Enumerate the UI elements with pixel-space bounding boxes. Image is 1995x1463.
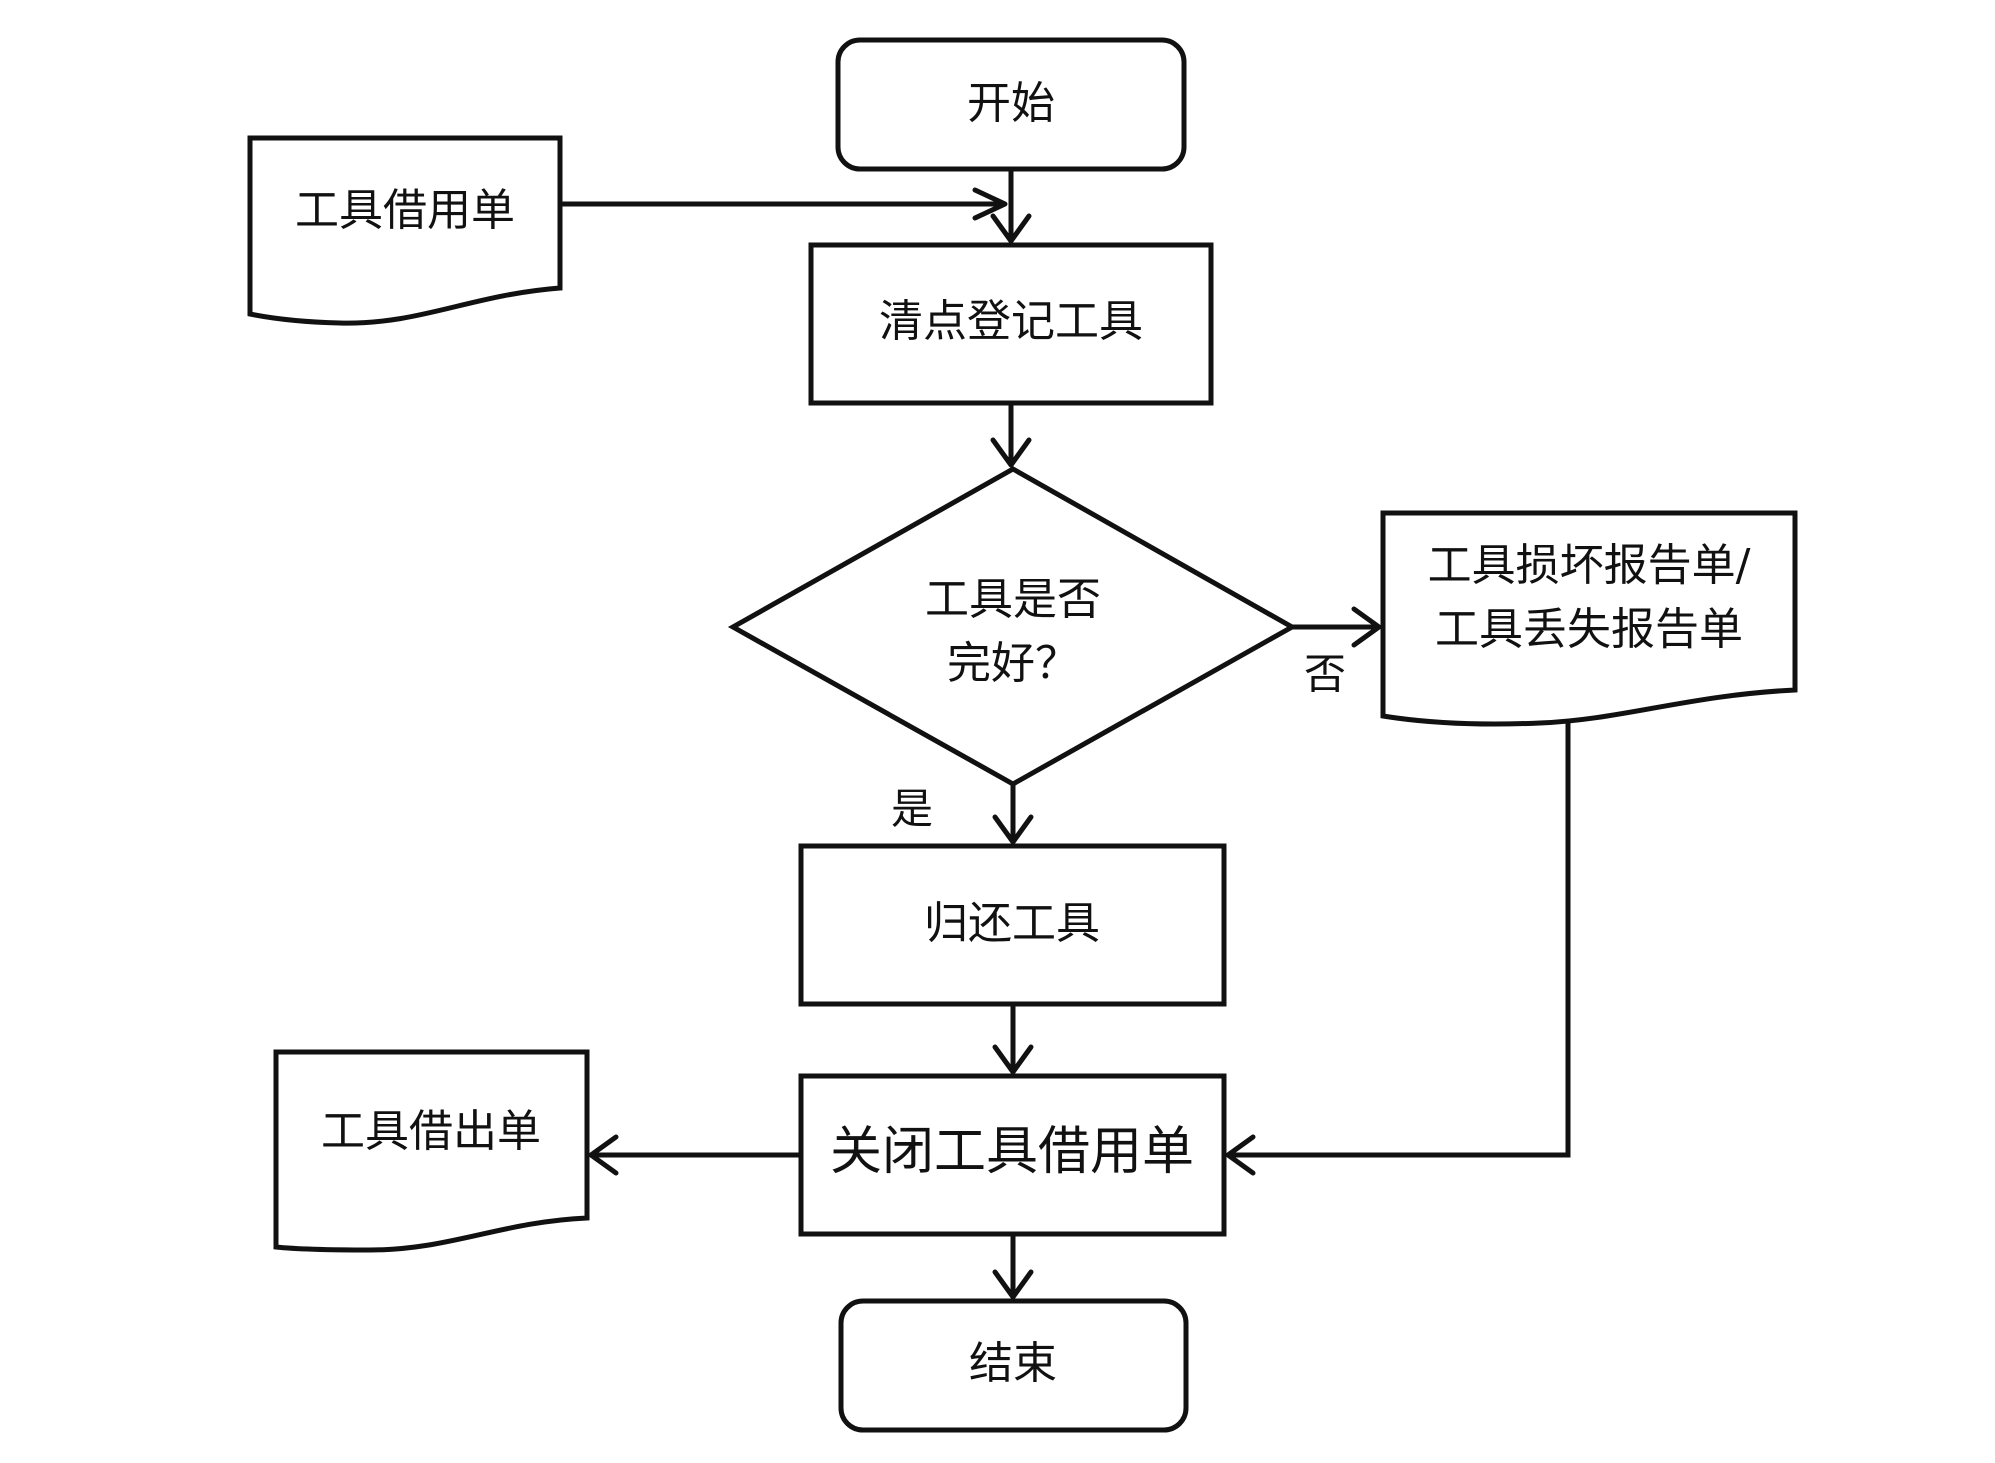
- damage-report-label-line2: 工具丢失报告单: [1435, 604, 1743, 655]
- close-form-process-node: 关闭工具借用单: [798, 1073, 1227, 1237]
- damage-report-label-line1: 工具损坏报告单/: [1428, 540, 1751, 591]
- edge-inventory-to-decision: [990, 403, 1032, 468]
- edge-borrow-form-to-inventory: [560, 187, 1008, 221]
- start-node: 开始: [835, 37, 1187, 172]
- edge-yes-label: 是: [891, 785, 933, 834]
- edge-return-to-close-form: [992, 1004, 1034, 1075]
- edge-damage-report-to-close-form: [1225, 722, 1571, 1176]
- inventory-process-node: 清点登记工具: [808, 242, 1214, 406]
- edge-decision-to-return-tools: [992, 784, 1034, 845]
- return-tools-label: 归还工具: [924, 898, 1100, 949]
- inventory-label: 清点登记工具: [879, 296, 1143, 347]
- borrow-form-label: 工具借用单: [295, 185, 515, 236]
- start-label: 开始: [967, 78, 1055, 129]
- edge-no-label: 否: [1304, 650, 1346, 699]
- decision-label-line2: 完好？: [947, 638, 1079, 689]
- decision-label-line1: 工具是否: [925, 574, 1101, 625]
- checkout-form-document: 工具借出单: [273, 1049, 590, 1253]
- end-node: 结束: [838, 1298, 1189, 1433]
- edge-decision-to-damage-report: [1292, 606, 1382, 648]
- borrow-form-document: 工具借用单: [247, 135, 563, 326]
- decision-node: 工具是否 完好？: [727, 466, 1298, 787]
- close-form-label: 关闭工具借用单: [830, 1122, 1194, 1182]
- checkout-form-label: 工具借出单: [321, 1106, 541, 1157]
- edge-close-form-to-checkout-form: [588, 1134, 801, 1176]
- edge-start-to-inventory: [990, 169, 1032, 244]
- damage-report-document: 工具损坏报告单/ 工具丢失报告单: [1380, 510, 1798, 727]
- end-label: 结束: [969, 1338, 1057, 1389]
- edge-close-form-to-end: [992, 1234, 1034, 1300]
- return-tools-process-node: 归还工具: [798, 843, 1227, 1007]
